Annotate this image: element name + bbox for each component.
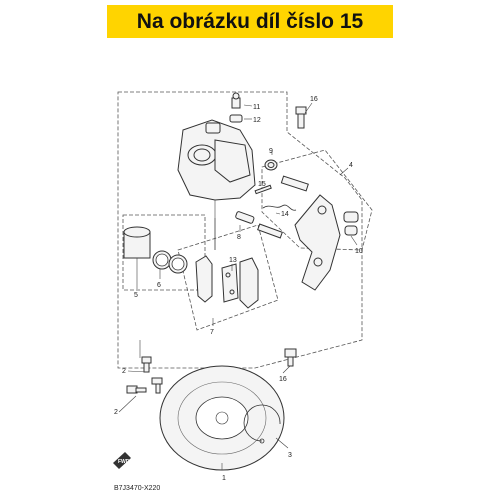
pad-shim-part [221,263,239,303]
bracket-sleeve-part [343,211,359,236]
callout-15: 15 [258,181,266,188]
callout-10: 10 [355,248,363,255]
mounting-bolt-upper-part [295,106,307,129]
pad-pin-part [254,184,272,195]
callout-9: 9 [269,148,273,155]
callout-2b: 2 [114,409,118,416]
banner-text: Na obrázku díl číslo 15 [136,9,364,33]
callout-3: 3 [288,452,292,459]
circlip-part [243,404,281,444]
callout-7: 7 [210,329,214,336]
slide-pin-lower-part [235,211,283,239]
callout-16b: 16 [279,376,287,383]
bracket-group-outline [261,149,373,251]
brake-caliper-body [177,119,256,201]
bleed-screw-part [229,92,243,123]
diagram-code: B7J3470-X220 [114,485,160,492]
pad-spring-part [262,204,297,211]
slide-pin-upper-part [280,175,309,192]
callout-4: 4 [349,162,353,169]
callout-16a: 16 [310,96,318,103]
callout-2a: 2 [122,368,126,375]
callout-14: 14 [281,211,289,218]
mounting-bolt-lower-part [284,348,297,367]
callout-6: 6 [157,282,161,289]
piston-seal-part [152,250,188,274]
slide-pin-seal-part [264,159,278,171]
brake-pad-set-part [195,255,259,309]
brake-disc-part [159,365,285,471]
caliper-piston-part [123,226,151,259]
caliper-group-outline [117,91,363,369]
caliper-bracket-part [294,194,341,291]
part-number-banner: Na obrázku díl číslo 15 [107,5,393,38]
callout-8: 8 [237,234,241,241]
forward-direction-icon: FWD [113,452,131,469]
callout-11: 11 [253,104,260,111]
callout-13: 13 [229,257,237,264]
callout-1: 1 [222,475,226,482]
pad-group-outline [177,224,279,331]
callout-5: 5 [134,292,138,299]
forward-label: FWD [118,459,130,465]
disc-bolt-part [126,356,163,394]
callout-12: 12 [253,117,261,124]
